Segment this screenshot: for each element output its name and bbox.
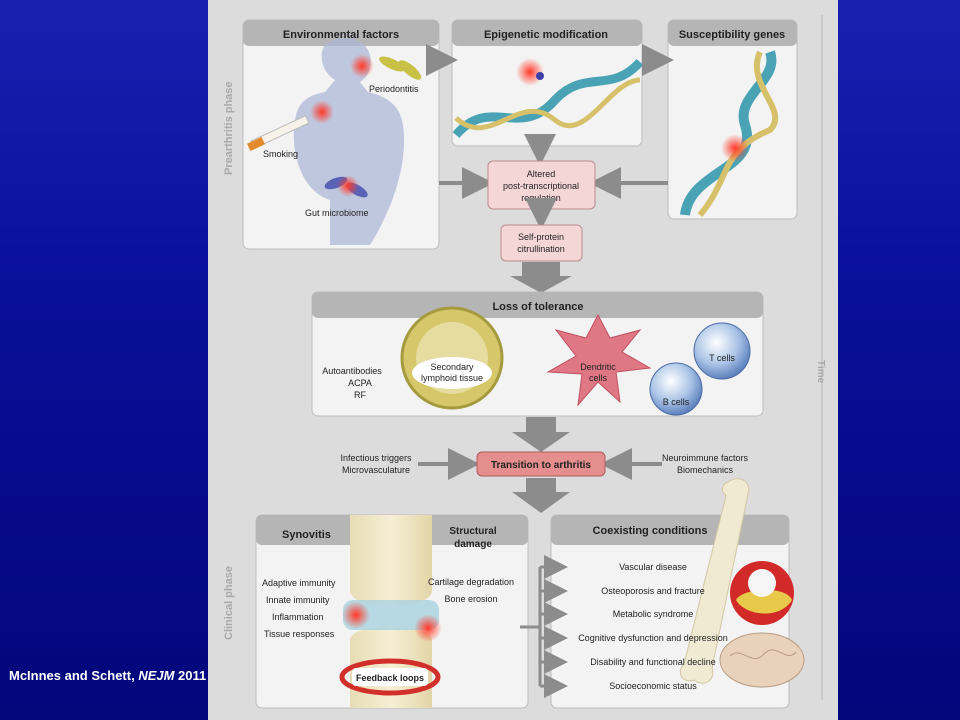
feedback-label-bubble (352, 668, 428, 686)
brain-fold (729, 649, 797, 660)
transition-label: Transition to arthritis (491, 460, 591, 471)
citrullination-line: citrullination (517, 244, 565, 254)
smoking-label: Smoking (263, 149, 298, 159)
periodontitis-label: Periodontitis (369, 84, 419, 94)
citation-authors: McInnes and Schett, (9, 668, 139, 683)
dna-strand-icon (452, 58, 644, 139)
down-arrow (512, 478, 570, 513)
methyl-group-icon (536, 72, 544, 80)
synovitis-item: Adaptive immunity (262, 578, 336, 588)
loss-of-tolerance-title: Loss of tolerance (492, 301, 583, 313)
inflammation-burst-icon (350, 54, 374, 78)
prearthritis-phase-label: Prearthritis phase (223, 81, 235, 175)
clinical-phase-label: Clinical phase (223, 566, 235, 640)
structural-item: Bone erosion (444, 594, 497, 604)
dna-helix-icon (697, 50, 779, 217)
inflammation-burst-icon (337, 175, 359, 197)
altered-regulation-line: regulation (521, 193, 561, 203)
inflammation-burst-icon (342, 601, 370, 629)
down-arrow (512, 417, 570, 452)
bacteria-icon (379, 56, 405, 72)
secondary-lymphoid-label: Secondary (430, 362, 474, 372)
coexisting-condition-item: Metabolic syndrome (613, 609, 694, 619)
down-arrow (510, 262, 572, 293)
b-cells-label: B cells (663, 397, 690, 407)
coexisting-conditions-title: Coexisting conditions (593, 525, 708, 537)
brain-icon (719, 632, 805, 688)
inflammation-burst-icon (414, 614, 442, 642)
coexisting-condition-item: Osteoporosis and fracture (601, 586, 705, 596)
citation-year: 2011 (174, 668, 207, 683)
coexisting-conditions-panel: Coexisting conditions Vascular disease O… (540, 478, 805, 709)
autoantibodies-label: Autoantibodies (322, 366, 382, 376)
synovitis-title: Synovitis (282, 529, 331, 541)
lower-bone-icon (350, 626, 432, 708)
susceptibility-genes-title: Susceptibility genes (679, 29, 785, 41)
coexisting-condition-item: Cognitive dysfunction and depression (578, 633, 728, 643)
dendritic-cell-icon (546, 313, 652, 407)
cigarette-filter-icon (247, 136, 265, 152)
coexisting-condition-item: Socioeconomic status (609, 681, 697, 691)
structural-damage-title: damage (454, 539, 492, 550)
coexisting-condition-item: Disability and functional decline (590, 657, 716, 667)
neuroimmune-factors-label: Neuroimmune factors (662, 453, 749, 463)
t-cells-label: T cells (709, 353, 735, 363)
structural-item: Cartilage degradation (428, 577, 514, 587)
inflammation-burst-icon (310, 100, 334, 124)
citation: McInnes and Schett, NEJM 2011 (9, 668, 206, 683)
environmental-factors-title: Environmental factors (283, 29, 399, 41)
acpa-label: ACPA (348, 378, 372, 388)
dendritic-label: Dendritic (580, 362, 616, 372)
plaque-icon (736, 589, 792, 614)
altered-regulation-line: Altered (527, 169, 556, 179)
secondary-lymphoid-label: lymphoid tissue (421, 373, 483, 383)
b-cell-icon (649, 362, 703, 416)
inflammation-burst-icon (721, 134, 749, 162)
gut-microbiome-label: Gut microbiome (305, 208, 369, 218)
synovitis-panel: Synovitis Structural damage Adaptive imm… (255, 514, 529, 709)
time-label: Time (815, 360, 826, 384)
coexisting-condition-item: Vascular disease (619, 562, 687, 572)
susceptibility-genes-panel: Susceptibility genes (667, 19, 798, 220)
feedback-loops-label: Feedback loops (356, 673, 424, 683)
transition-to-arthritis-box: Transition to arthritis (476, 451, 606, 477)
rf-label: RF (354, 390, 366, 400)
vessel-lumen (748, 569, 776, 597)
synovitis-item: Tissue responses (264, 629, 335, 639)
lymphoid-label-bubble (412, 357, 492, 389)
human-body-silhouette (293, 38, 405, 246)
femur-bone-icon (679, 478, 750, 684)
epigenetic-modification-title: Epigenetic modification (484, 29, 608, 41)
synovitis-item: Innate immunity (266, 595, 330, 605)
epigenetic-modification-panel: Epigenetic modification (451, 19, 644, 147)
structural-damage-title: Structural (449, 526, 496, 537)
loss-of-tolerance-panel: Loss of tolerance Secondary lymphoid tis… (311, 291, 764, 417)
upper-bone-icon (350, 515, 432, 607)
bacteria-icon (398, 60, 422, 80)
synovitis-item: Inflammation (272, 612, 324, 622)
altered-regulation-line: post-transcriptional (503, 181, 579, 191)
citrullination-line: Self-protein (518, 232, 564, 242)
dendritic-label: cells (589, 373, 608, 383)
citrullination-box: Self-protein citrullination (500, 224, 583, 262)
altered-regulation-box: Altered post-transcriptional regulation (487, 160, 596, 210)
infectious-triggers-label: Infectious triggers (340, 453, 412, 463)
biomechanics-label: Biomechanics (677, 465, 734, 475)
inflammation-burst-icon (516, 58, 544, 86)
feedback-loop-icon (339, 658, 441, 696)
t-cell-icon (693, 322, 751, 380)
microvasculature-label: Microvasculature (342, 465, 410, 475)
citation-journal: NEJM (138, 668, 175, 683)
dna-helix-icon (680, 50, 777, 217)
environmental-factors-panel: Environmental factors Periodontitis Smok… (242, 19, 440, 250)
dna-strand-icon (454, 77, 641, 131)
